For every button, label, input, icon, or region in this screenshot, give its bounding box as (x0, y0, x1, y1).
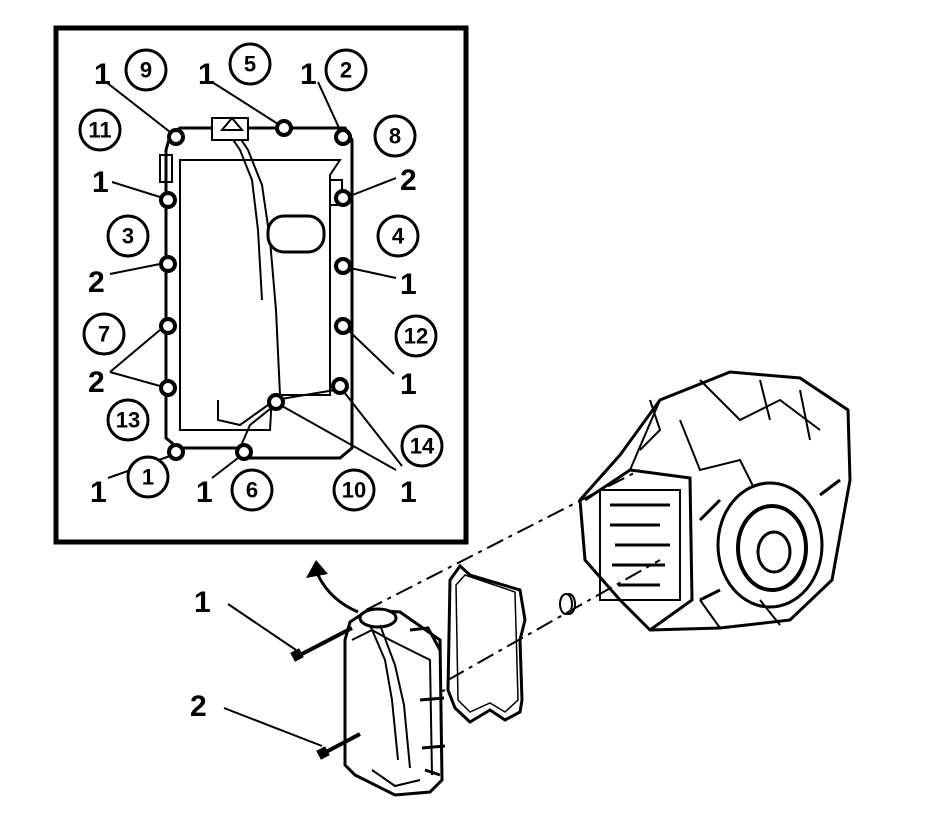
sequence-number-7: 7 (98, 322, 110, 347)
callout-stud: 2 (190, 690, 207, 723)
sequence-number-1: 1 (142, 465, 154, 490)
bolt-position-5 (275, 119, 293, 137)
sequence-number-11: 11 (88, 118, 111, 143)
sequence-number-2: 2 (340, 58, 352, 83)
sequence-number-10: 10 (342, 478, 366, 503)
inset-callout: 2 (88, 366, 105, 399)
inset-callout: 1 (300, 58, 317, 91)
inset-callout: 1 (94, 58, 111, 91)
valve-body-cover (343, 607, 446, 797)
inset-callout: 1 (196, 476, 213, 509)
bolt-position-3 (159, 255, 177, 273)
inset-callout: 2 (88, 266, 105, 299)
bolt-position-7 (159, 317, 177, 335)
sequence-number-12: 12 (404, 324, 428, 349)
bolt-position-8-right (334, 189, 352, 207)
inset-callouts: 1 1 1 1 2 1 2 2 1 1 1 1 (88, 58, 417, 509)
inset-callout: 1 (198, 58, 215, 91)
exploded-callouts: 1 2 (190, 586, 323, 747)
inset-callout: 1 (400, 368, 417, 401)
inset-callout: 1 (92, 166, 109, 199)
bolt-position-14 (331, 377, 349, 395)
bolt-position-2 (334, 128, 352, 146)
callout-bolt: 1 (194, 586, 211, 619)
inset-callout: 2 (400, 164, 417, 197)
sequence-number-4: 4 (392, 224, 405, 249)
sequence-number-3: 3 (122, 224, 134, 249)
sequence-number-8: 8 (389, 124, 401, 149)
exploded-bolt (290, 626, 353, 662)
bolt-position-10 (267, 393, 285, 411)
bolt-position-12 (334, 317, 352, 335)
sequence-number-6: 6 (246, 478, 258, 503)
sequence-number-5: 5 (244, 52, 256, 77)
bolt-position-9 (167, 128, 185, 146)
bolt-position-11-left (159, 191, 177, 209)
seal-ring (559, 593, 576, 615)
exploded-stud (316, 732, 361, 760)
bolt-position-6 (235, 443, 253, 461)
inset-callout: 1 (90, 476, 107, 509)
inset-callout: 1 (400, 268, 417, 301)
transmission-case (578, 370, 852, 632)
bolt-position-4 (334, 257, 352, 275)
inset-leader-lines (105, 81, 403, 479)
bolt-position-1 (167, 443, 185, 461)
inset-reference-arrow (306, 560, 359, 614)
bolt-position-13 (159, 379, 177, 397)
sequence-circles (78, 42, 444, 512)
sequence-number-14: 14 (410, 434, 435, 459)
sequence-number-13: 13 (116, 408, 140, 433)
gasket (446, 563, 527, 724)
sequence-number-9: 9 (140, 58, 152, 83)
sequence-numbers: 1 2 3 4 5 6 7 8 9 10 11 12 13 14 (88, 52, 435, 503)
inset-callout: 1 (400, 476, 417, 509)
inset-bolts (159, 119, 352, 461)
